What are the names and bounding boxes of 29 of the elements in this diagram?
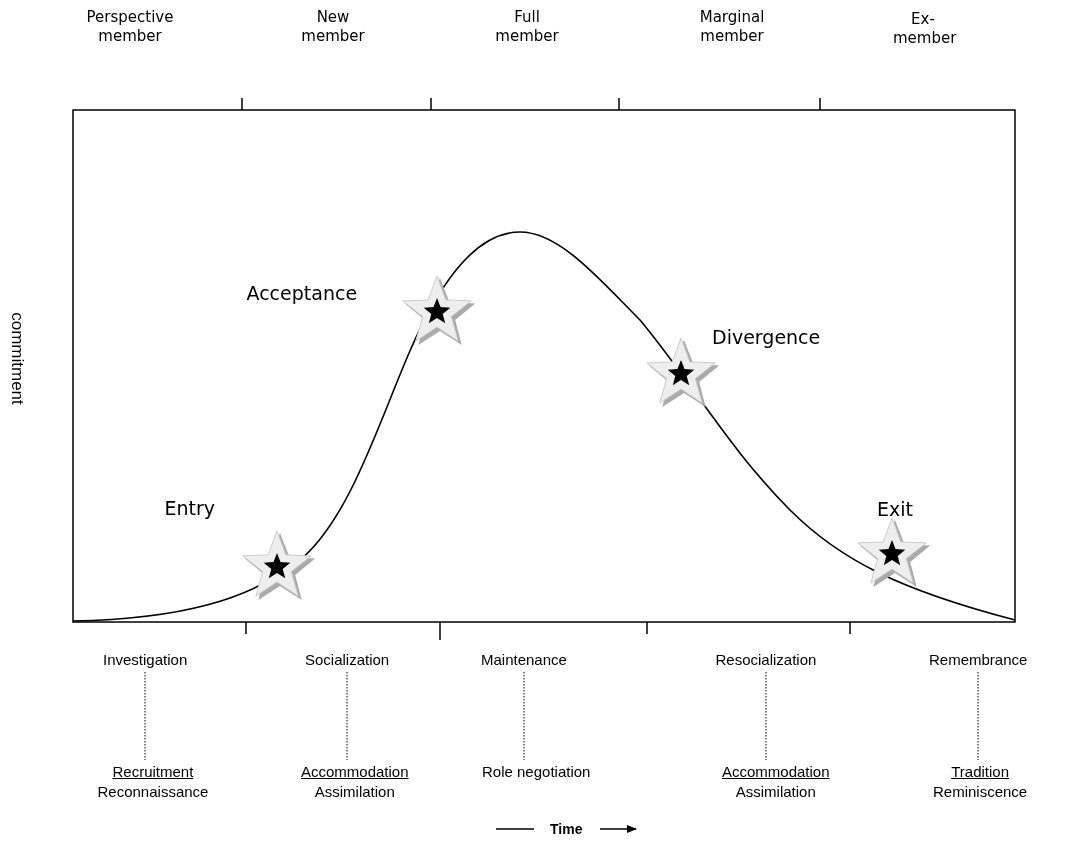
connector-line: [765, 671, 767, 761]
term-text: Assimilation: [313, 782, 396, 802]
stage-text: Socialization: [305, 650, 390, 670]
term-text: Reminiscence: [933, 782, 1028, 802]
stage-text: Maintenance: [481, 650, 567, 670]
axis-label: commitment: [6, 311, 28, 405]
event-label: Exit: [877, 498, 913, 521]
connector-line: [144, 671, 146, 761]
stage-text: Remembrance: [929, 650, 1028, 670]
stage-label: New member: [300, 8, 366, 46]
term-text: Assimilation: [734, 782, 817, 802]
stage-label: Full member: [494, 8, 560, 46]
stage-label: Marginal member: [698, 8, 766, 46]
stage-text: Role negotiation: [482, 762, 591, 782]
underlined-term: Recruitment: [111, 762, 195, 782]
stage-text: Investigation: [103, 650, 188, 670]
underlined-term: Accommodation: [722, 762, 830, 782]
stage-label: Perspective member: [85, 8, 175, 46]
connector-line: [977, 671, 979, 761]
connector-line: [346, 671, 348, 761]
event-label: Acceptance: [246, 282, 358, 305]
connector-line: [523, 671, 525, 761]
stage-text: Resocialization: [715, 650, 817, 670]
term-text: Reconnaissance: [97, 782, 209, 802]
underlined-term: Accommodation: [301, 762, 409, 782]
event-label: Entry: [164, 497, 216, 520]
underlined-term: Tradition: [950, 762, 1010, 782]
event-label: Divergence: [712, 326, 821, 349]
axis-label: Time: [550, 820, 583, 838]
